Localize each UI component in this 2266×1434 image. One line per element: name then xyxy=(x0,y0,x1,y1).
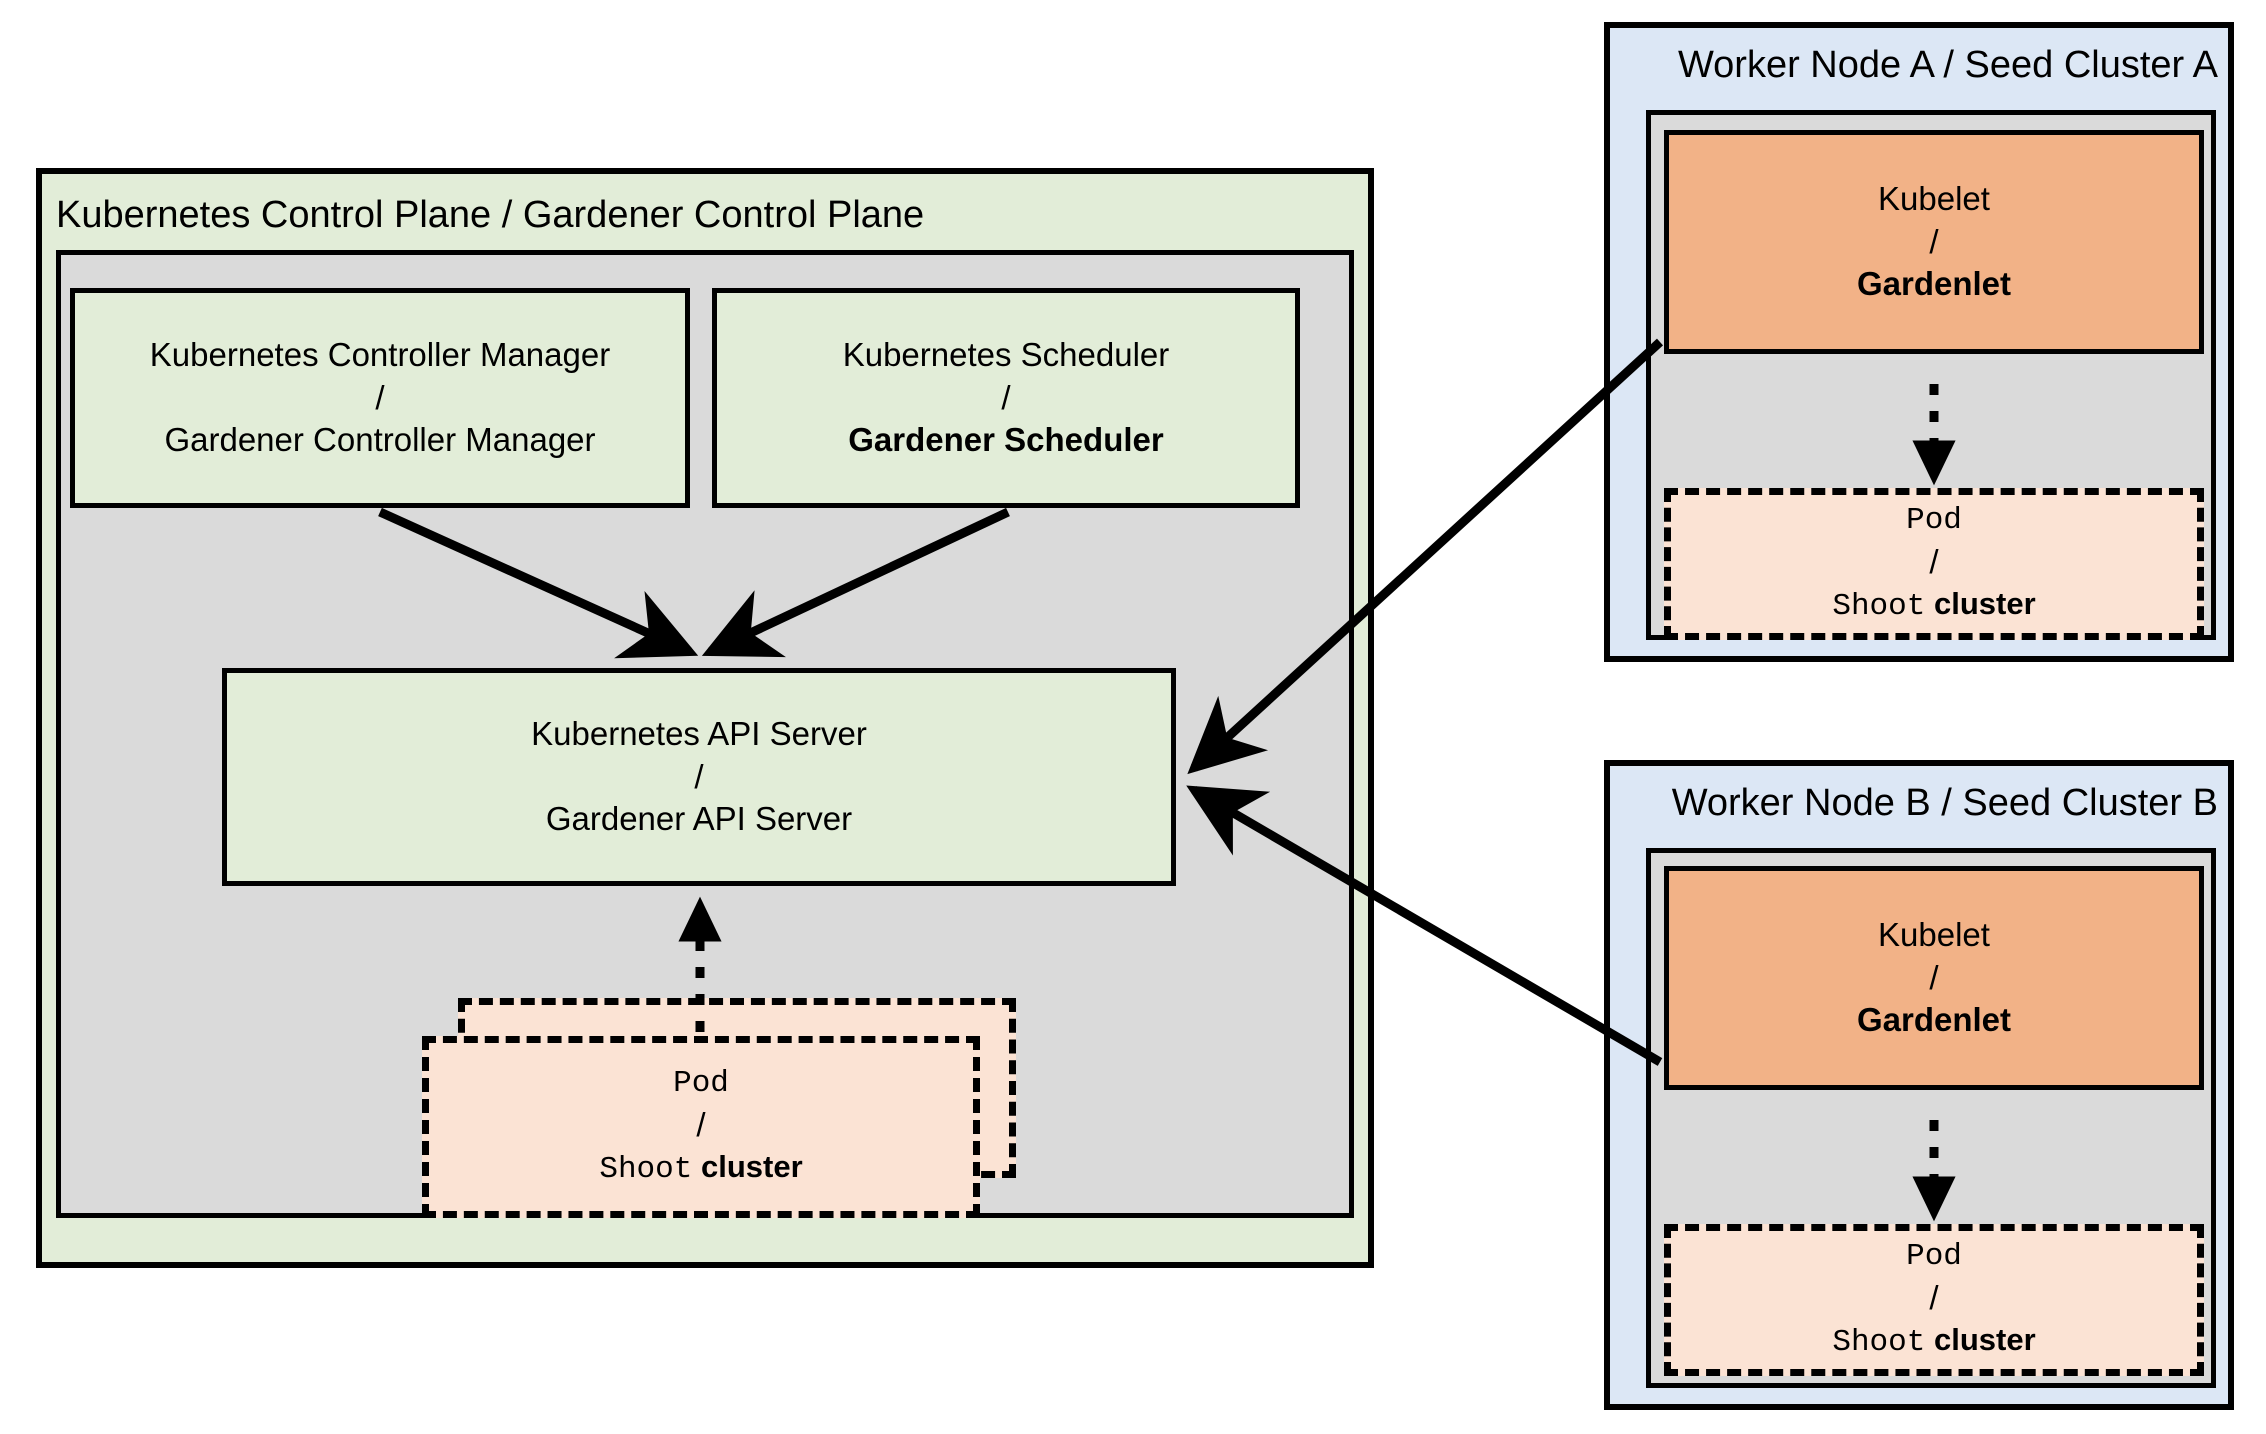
kubelet-gardenlet-b-box[interactable]: Kubelet / Gardenlet xyxy=(1664,866,2204,1090)
kubelet-a-line1: Kubelet xyxy=(1878,179,1990,217)
seed-cluster-b-pod-box[interactable]: Pod / Shoot cluster xyxy=(1664,1224,2204,1376)
api-server-line1: Kubernetes API Server xyxy=(531,714,867,752)
control-plane-title: Kubernetes Control Plane / Gardener Cont… xyxy=(56,194,925,236)
kubelet-gardenlet-a-box[interactable]: Kubelet / Gardenlet xyxy=(1664,130,2204,354)
seed-cluster-b-title: Worker Node B / Seed Cluster B xyxy=(1671,782,2218,824)
kubernetes-scheduler-box[interactable]: Kubernetes Scheduler / Gardener Schedule… xyxy=(712,288,1300,508)
control-plane-pod-shoot: Shoot xyxy=(599,1151,693,1187)
kubernetes-api-server-box[interactable]: Kubernetes API Server / Gardener API Ser… xyxy=(222,668,1176,886)
kubelet-a-line2: Gardenlet xyxy=(1856,265,2012,303)
pod-b-line1: Pod xyxy=(1906,1238,1962,1274)
scheduler-line1: Kubernetes Scheduler xyxy=(842,335,1170,373)
controller-manager-line2: Gardener Controller Manager xyxy=(164,421,596,459)
scheduler-separator: / xyxy=(1001,378,1011,416)
seed-cluster-a-pod-box[interactable]: Pod / Shoot cluster xyxy=(1664,488,2204,640)
control-plane-pod-line1: Pod xyxy=(673,1065,729,1101)
kubelet-a-separator: / xyxy=(1929,222,1939,260)
control-plane-pod-cluster: cluster xyxy=(700,1148,803,1184)
pod-a-line1: Pod xyxy=(1906,502,1962,538)
scheduler-line2: Gardener Scheduler xyxy=(848,421,1164,459)
pod-a-line2: Shoot cluster xyxy=(1832,584,2035,627)
pod-a-cluster: cluster xyxy=(1933,585,2036,621)
pod-a-shoot: Shoot xyxy=(1832,588,1926,624)
control-plane-pod-box[interactable]: Pod / Shoot cluster xyxy=(422,1036,980,1218)
pod-b-cluster: cluster xyxy=(1933,1321,2036,1357)
api-server-separator: / xyxy=(694,757,704,795)
pod-b-line2: Shoot cluster xyxy=(1832,1320,2035,1363)
pod-b-shoot: Shoot xyxy=(1832,1324,1926,1360)
pod-b-separator: / xyxy=(1929,1279,1939,1317)
control-plane-pod-line2: Shoot cluster xyxy=(599,1147,802,1190)
pod-a-separator: / xyxy=(1929,543,1939,581)
seed-cluster-a-title: Worker Node A / Seed Cluster A xyxy=(1677,44,2218,86)
api-server-line2: Gardener API Server xyxy=(545,800,853,838)
kubelet-b-line2: Gardenlet xyxy=(1856,1001,2012,1039)
kubelet-b-line1: Kubelet xyxy=(1878,915,1990,953)
kubelet-b-separator: / xyxy=(1929,958,1939,996)
controller-manager-separator: / xyxy=(375,378,385,416)
kubernetes-controller-manager-box[interactable]: Kubernetes Controller Manager / Gardener… xyxy=(70,288,690,508)
control-plane-pod-separator: / xyxy=(696,1106,706,1144)
controller-manager-line1: Kubernetes Controller Manager xyxy=(149,335,611,373)
